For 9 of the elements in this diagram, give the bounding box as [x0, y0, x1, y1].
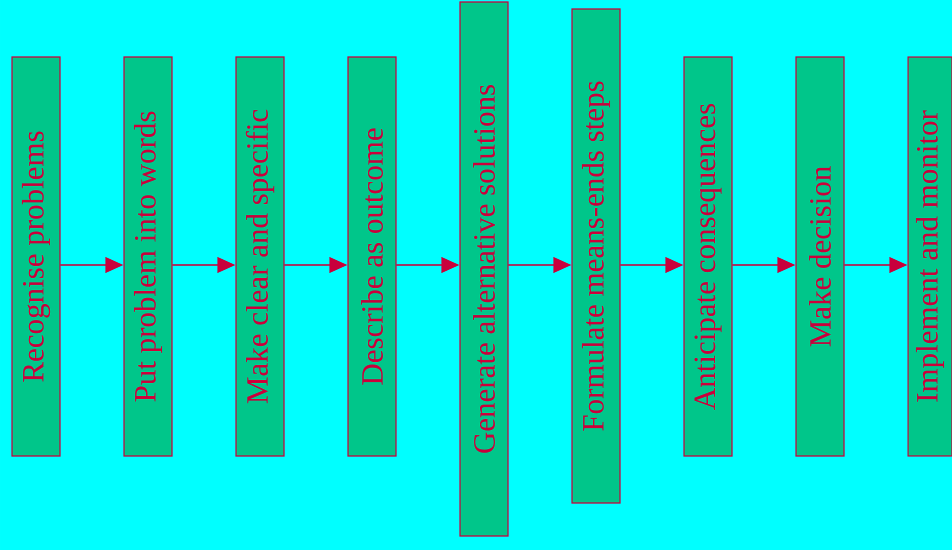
process-box: Put problem into words: [123, 56, 173, 457]
process-box: Anticipate consequences: [683, 56, 733, 457]
process-box: Formulate means-ends steps: [571, 8, 621, 504]
process-box: Generate alternative solutions: [459, 1, 509, 537]
process-box: Implement and monitor: [907, 56, 952, 457]
process-box: Recognise problems: [11, 56, 61, 457]
process-box: Make clear and specific: [235, 56, 285, 457]
process-box: Make decision: [795, 56, 845, 457]
process-box: Describe as outcome: [347, 56, 397, 457]
